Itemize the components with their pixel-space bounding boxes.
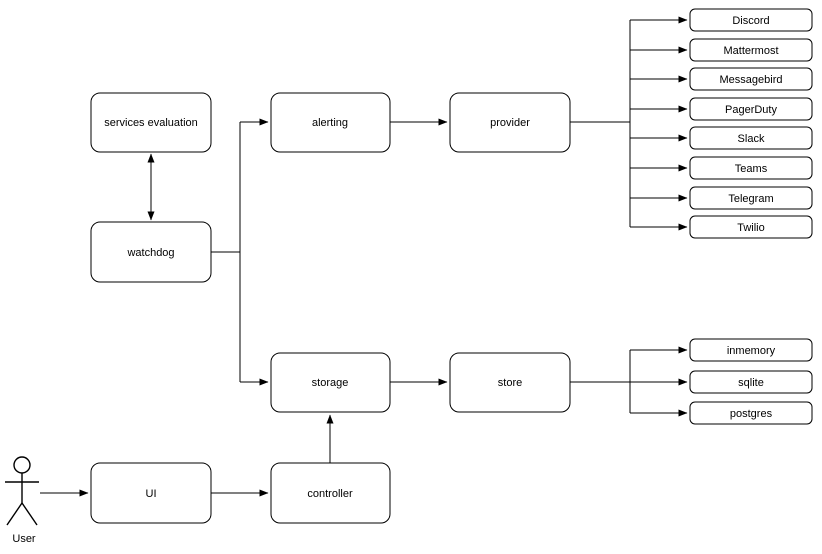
node-ui-label: UI [146, 488, 157, 500]
provider-impl-node-7[interactable]: Twilio [689, 215, 813, 239]
node-storage[interactable]: storage [270, 352, 391, 413]
node-controller-box[interactable] [270, 462, 391, 524]
store-impl-label-0: inmemory [727, 345, 776, 357]
node-store-box[interactable] [449, 352, 571, 413]
store-impl-box-2[interactable] [689, 401, 813, 425]
provider-impl-box-5[interactable] [689, 156, 813, 180]
node-provider-box[interactable] [449, 92, 571, 153]
provider-impl-label-6: Telegram [728, 193, 773, 205]
store-impl-node-2[interactable]: postgres [689, 401, 813, 425]
node-ui[interactable]: UI [90, 462, 212, 524]
provider-impl-node-4[interactable]: Slack [689, 126, 813, 150]
actor-leg-left [6, 502, 23, 526]
store-impl-label-1: sqlite [738, 377, 764, 389]
provider-impl-label-0: Discord [732, 15, 769, 27]
provider-impl-box-3[interactable] [689, 97, 813, 121]
node-alerting[interactable]: alerting [270, 92, 391, 153]
node-services-evaluation-box[interactable] [90, 92, 212, 153]
provider-impl-node-0[interactable]: Discord [689, 8, 813, 32]
node-services-evaluation[interactable]: services evaluation [90, 92, 212, 153]
node-provider[interactable]: provider [449, 92, 571, 153]
node-alerting-label: alerting [312, 117, 348, 129]
store-implementation-list: inmemory sqlite postgres [689, 338, 813, 425]
actor-leg-right [21, 502, 38, 526]
node-services-evaluation-label: services evaluation [104, 117, 198, 129]
provider-impl-label-1: Mattermost [723, 45, 778, 57]
store-impl-box-1[interactable] [689, 370, 813, 394]
provider-impl-label-7: Twilio [737, 222, 765, 234]
node-alerting-box[interactable] [270, 92, 391, 153]
provider-impl-box-6[interactable] [689, 186, 813, 210]
store-fanout-connectors [630, 346, 688, 417]
node-ui-box[interactable] [90, 462, 212, 524]
store-impl-label-2: postgres [730, 408, 773, 420]
provider-impl-node-5[interactable]: Teams [689, 156, 813, 180]
provider-impl-node-3[interactable]: PagerDuty [689, 97, 813, 121]
store-impl-node-0[interactable]: inmemory [689, 338, 813, 362]
node-storage-box[interactable] [270, 352, 391, 413]
provider-impl-box-2[interactable] [689, 67, 813, 91]
node-store[interactable]: store [449, 352, 571, 413]
provider-impl-label-2: Messagebird [720, 74, 783, 86]
provider-impl-node-6[interactable]: Telegram [689, 186, 813, 210]
node-store-label: store [498, 377, 522, 389]
provider-impl-label-4: Slack [738, 133, 765, 145]
provider-implementation-list: DiscordMattermostMessagebirdPagerDutySla… [689, 8, 813, 239]
provider-fanout-connectors [630, 16, 688, 231]
provider-impl-box-1[interactable] [689, 38, 813, 62]
store-impl-node-1[interactable]: sqlite [689, 370, 813, 394]
node-watchdog-label: watchdog [126, 247, 174, 259]
provider-impl-box-0[interactable] [689, 8, 813, 32]
node-controller[interactable]: controller [270, 462, 391, 524]
actor-user: User [5, 456, 39, 545]
provider-impl-box-7[interactable] [689, 215, 813, 239]
provider-impl-label-5: Teams [735, 163, 768, 175]
node-storage-label: storage [312, 377, 349, 389]
node-watchdog-box[interactable] [90, 221, 212, 283]
node-provider-label: provider [490, 117, 530, 129]
node-controller-label: controller [307, 488, 353, 500]
provider-impl-label-3: PagerDuty [725, 104, 777, 116]
provider-impl-node-2[interactable]: Messagebird [689, 67, 813, 91]
stick-figure-actor-icon [13, 456, 31, 474]
node-watchdog[interactable]: watchdog [90, 221, 212, 283]
provider-impl-box-4[interactable] [689, 126, 813, 150]
actor-label: User [12, 533, 36, 545]
store-impl-box-0[interactable] [689, 338, 813, 362]
provider-impl-node-1[interactable]: Mattermost [689, 38, 813, 62]
